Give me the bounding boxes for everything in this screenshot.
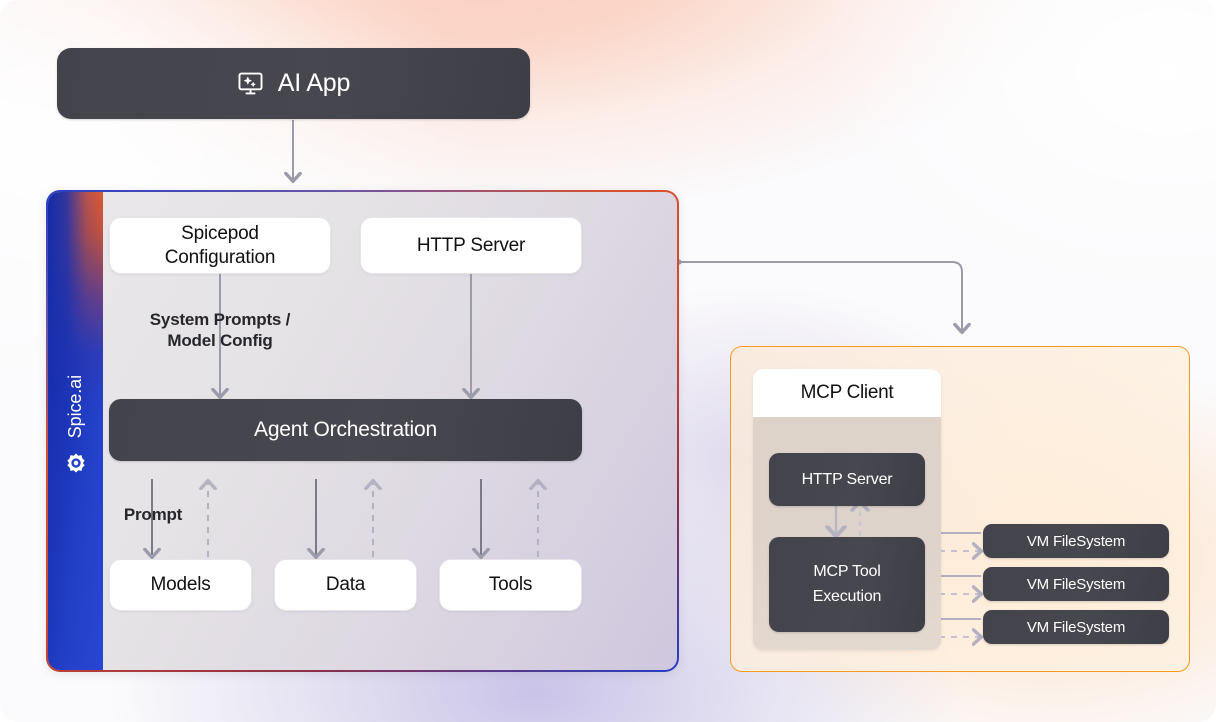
mcp-tool-execution-line2: Execution	[812, 587, 882, 605]
mcp-http-server-node[interactable]: HTTP Server	[769, 453, 925, 506]
vm-filesystem-label-1: VM FileSystem	[1026, 532, 1126, 550]
models-label: Models	[150, 574, 211, 595]
mcp-tool-execution-node[interactable]: MCP Tool Execution	[769, 537, 925, 632]
spice-sidebar: Spice.ai	[48, 192, 103, 670]
agent-orchestration-node[interactable]: Agent Orchestration	[109, 399, 582, 461]
system-prompts-line1: System Prompts /	[149, 310, 291, 329]
vm-filesystem-node-3[interactable]: VM FileSystem	[983, 610, 1169, 644]
spicepod-configuration-node[interactable]: Spicepod Configuration	[109, 217, 331, 274]
prompt-label: Prompt	[107, 505, 199, 526]
vm-filesystem-node-1[interactable]: VM FileSystem	[983, 524, 1169, 558]
mcp-client-title-text: MCP Client	[800, 382, 894, 403]
spice-panel-inner: Spice.ai	[48, 192, 677, 670]
tools-node[interactable]: Tools	[439, 559, 582, 611]
spice-gear-icon	[65, 452, 87, 479]
spice-brand: Spice.ai	[48, 375, 103, 479]
data-label: Data	[325, 574, 366, 595]
system-prompts-line2: Model Config	[167, 330, 273, 350]
data-node[interactable]: Data	[274, 559, 417, 611]
ai-app-node[interactable]: AI App	[57, 48, 530, 119]
system-prompts-label: System Prompts / Model Config	[111, 310, 329, 351]
mcp-client-box[interactable]: MCP Client HTTP Server MCP Tool Executio…	[753, 369, 941, 650]
vm-filesystem-label-3: VM FileSystem	[1026, 618, 1126, 636]
spicepod-label-line2: Configuration	[164, 246, 276, 268]
models-node[interactable]: Models	[109, 559, 252, 611]
vm-filesystem-label-2: VM FileSystem	[1026, 575, 1126, 593]
mcp-tool-execution-line1: MCP Tool	[813, 562, 881, 580]
spice-panel: Spice.ai	[46, 190, 679, 672]
spicepod-label-line1: Spicepod	[181, 223, 259, 245]
spice-http-server-node[interactable]: HTTP Server	[360, 217, 582, 274]
tools-label: Tools	[488, 574, 533, 595]
mcp-http-server-label: HTTP Server	[801, 470, 893, 488]
spice-http-server-label: HTTP Server	[416, 234, 526, 256]
agent-orchestration-label: Agent Orchestration	[254, 418, 437, 441]
vm-filesystem-node-2[interactable]: VM FileSystem	[983, 567, 1169, 601]
monitor-sparkle-icon	[237, 70, 264, 97]
spice-brand-label: Spice.ai	[65, 375, 85, 439]
edge-spicehttp-to-mcpclient	[679, 261, 962, 332]
spice-body: Spicepod Configuration HTTP Server Syste…	[103, 192, 677, 670]
ai-app-label: AI App	[277, 69, 351, 97]
mcp-panel: MCP Client HTTP Server MCP Tool Executio…	[730, 346, 1190, 672]
mcp-client-title: MCP Client	[753, 369, 941, 417]
prompt-label-text: Prompt	[123, 505, 183, 524]
